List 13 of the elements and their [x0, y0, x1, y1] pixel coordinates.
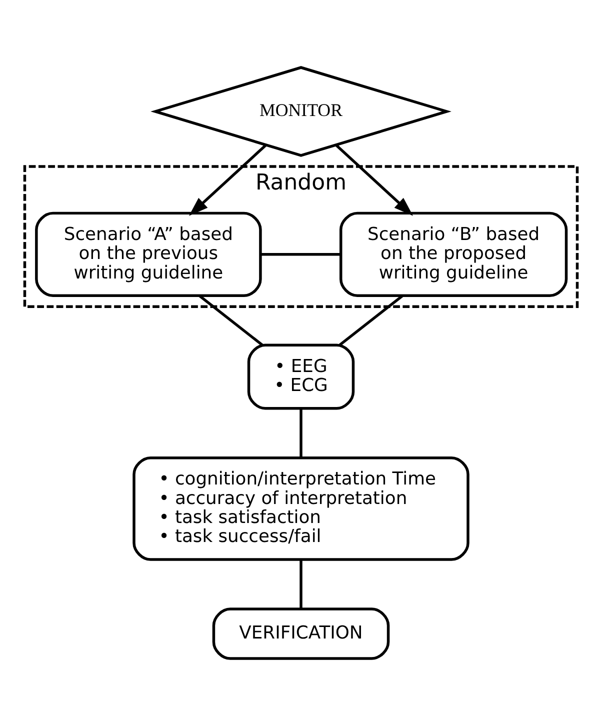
node-box: Scenario “A” based on the previous writing guideline: [35, 212, 262, 298]
connector: [300, 408, 302, 458]
connector: [260, 253, 341, 256]
arrow: [335, 144, 414, 216]
node-box: • cognition/interpretation Time • accuracy of interpretation • task satisfaction • task success/fail: [132, 456, 470, 561]
node-box: • EEG • ECG: [247, 344, 355, 410]
arrow: [188, 144, 267, 216]
node-box: Scenario “B” based on the proposed writing guideline: [339, 212, 568, 298]
node-diamond: MONITOR: [150, 66, 452, 157]
connector: [198, 294, 264, 346]
node-box: VERIFICATION: [212, 608, 390, 660]
connector: [300, 560, 302, 609]
connector: [338, 294, 404, 346]
